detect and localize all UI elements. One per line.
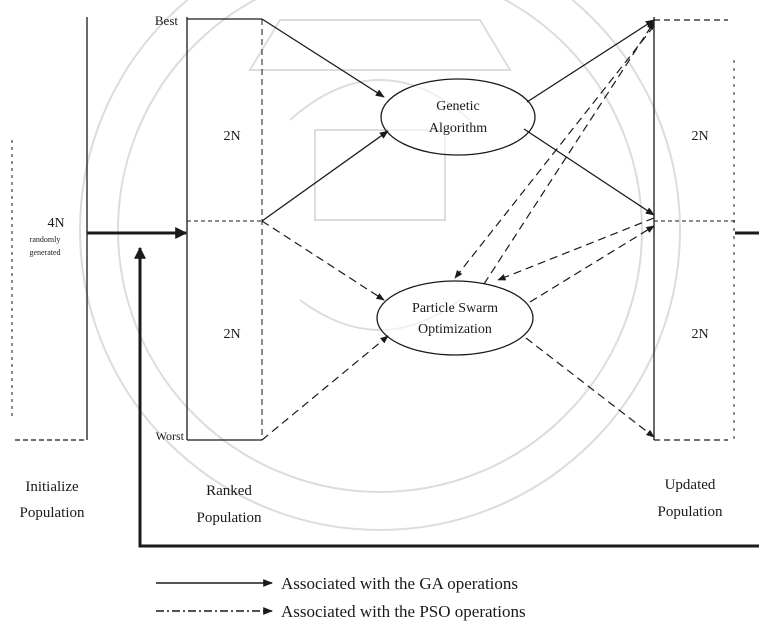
best-label: Best	[155, 13, 179, 28]
pso-line1: Particle Swarm	[412, 301, 498, 316]
ga-arrow-ga-to-updated-mid	[523, 128, 655, 216]
ranked-bottom-label: 2N	[223, 327, 240, 342]
particle-swarm-optimization-node	[376, 280, 534, 356]
ga-line1: Genetic	[436, 99, 480, 114]
feedback-loop-arrow	[134, 246, 759, 548]
ranked-population-box	[186, 17, 263, 441]
genetic-algorithm-node	[380, 78, 536, 156]
pso-arrow-updated-top-to-pso	[454, 25, 655, 279]
pso-arrow-mid-to-pso	[261, 220, 385, 301]
updated-caption-line1: Updated	[665, 477, 716, 493]
initial-generated-label: generated	[29, 248, 60, 257]
pso-arrow-pso-to-updated-mid	[529, 225, 655, 303]
pso-arrow-worst-to-pso	[261, 335, 389, 441]
pso-arrow-pso-to-updated-top	[483, 21, 655, 285]
legend-ga-label: Associated with the GA operations	[281, 574, 518, 593]
ga-arrow-ga-to-updated-top	[526, 19, 655, 103]
initialize-caption-line1: Initialize	[25, 479, 79, 495]
ga-arrow-mid-to-ga	[261, 130, 389, 222]
pso-arrow-pso-to-updated-bottom	[525, 337, 655, 438]
ranked-top-label: 2N	[223, 129, 240, 144]
worst-label: Worst	[156, 429, 185, 443]
ranked-caption-line1: Ranked	[206, 483, 252, 499]
initial-size-label: 4N	[47, 216, 64, 231]
updated-bottom-label: 2N	[691, 327, 708, 342]
legend: Associated with the GA operations Associ…	[156, 574, 526, 621]
ga-line2: Algorithm	[429, 121, 487, 136]
pso-arrow-updated-mid-to-pso	[497, 217, 655, 281]
updated-population-box	[653, 17, 735, 441]
pso-line2: Optimization	[418, 322, 492, 337]
updated-caption-line2: Population	[657, 504, 723, 520]
initial-population-box	[11, 17, 88, 441]
initialize-caption-line2: Population	[19, 505, 85, 521]
updated-top-label: 2N	[691, 129, 708, 144]
ranked-caption-line2: Population	[196, 510, 262, 526]
watermark-seal	[79, 0, 681, 531]
ga-arrow-best-to-ga	[261, 18, 385, 98]
initial-randomly-label: randomly	[30, 235, 61, 244]
legend-pso-label: Associated with the PSO operations	[281, 602, 526, 621]
